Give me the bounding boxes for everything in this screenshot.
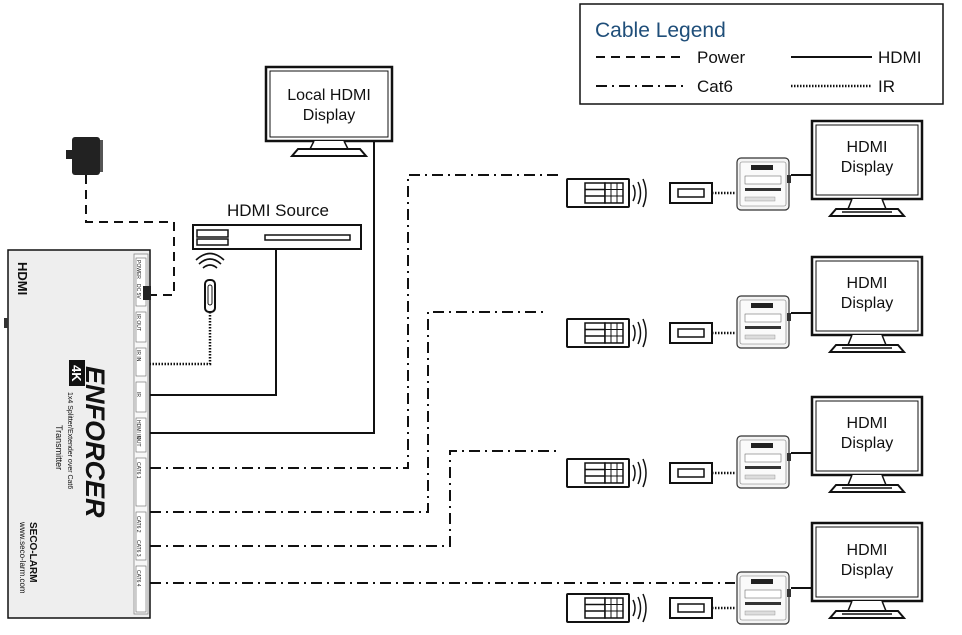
cables <box>85 140 735 584</box>
remote-output-4: HDMI Display <box>566 521 924 625</box>
remote-output-2: HDMI Display <box>566 255 924 354</box>
remote-output-1: HDMI Display <box>566 119 924 218</box>
4k-badge-bg <box>69 360 85 386</box>
ir-emitter <box>195 252 225 313</box>
ir-remote-icon <box>566 458 647 488</box>
ir-receiver-eye-icon <box>669 597 713 619</box>
ir-receiver-eye-icon <box>669 322 713 344</box>
power-adapter <box>66 137 103 175</box>
ir-receiver-eye-icon <box>669 182 713 204</box>
ir-receiver-eye-icon <box>669 462 713 484</box>
cable-legend: Cable Legend Power Cat6 HDMI IR <box>579 3 944 105</box>
port-label: CAT6 2 <box>135 516 141 533</box>
port-label: IR OUT <box>135 314 141 331</box>
ir-remote-icon <box>566 318 647 348</box>
port-label: CAT6 4 <box>135 570 141 587</box>
remote-output-3: HDMI Display <box>566 395 924 494</box>
transmitter-hdmi-logo: HDMI <box>15 262 30 295</box>
receiver-box-icon <box>736 295 792 349</box>
port-label: POWER <box>135 260 141 279</box>
port-label: IR IN <box>135 350 141 362</box>
port-label: DC 5V <box>135 284 141 299</box>
transmitter-type: Transmitter <box>54 425 64 470</box>
port-label: IR <box>135 392 141 397</box>
legend-title: Cable Legend <box>595 19 726 42</box>
transmitter-brand: ENFORCER <box>80 366 110 518</box>
local-hdmi-display: Local HDMI Display <box>264 65 394 157</box>
display-line1: HDMI <box>847 139 888 156</box>
display-line1: HDMI <box>847 275 888 292</box>
legend-ir-label: IR <box>878 77 895 96</box>
display-line2: Display <box>841 159 893 176</box>
transmitter: HDMI 4K ENFORCER 1x4 Splitter/Extender o… <box>4 249 151 619</box>
receiver-box-icon <box>736 571 792 625</box>
legend-cat6-label: Cat6 <box>697 77 733 96</box>
receiver-box-icon <box>736 435 792 489</box>
port-label: CAT6 3 <box>135 540 141 557</box>
ir-remote-icon <box>566 593 647 623</box>
transmitter-maker: SECO-LARM <box>27 522 38 583</box>
port-label: CAT6 1 <box>135 462 141 479</box>
display-line1: HDMI <box>847 542 888 559</box>
display-line2: Display <box>841 435 893 452</box>
port-label: HDMI IN <box>135 420 141 440</box>
port-label: OUT <box>135 436 141 447</box>
legend-hdmi-label: HDMI <box>878 48 921 67</box>
transmitter-url: www.seco-larm.com <box>18 521 27 594</box>
legend-power-label: Power <box>697 48 746 67</box>
receiver-box-icon <box>736 157 792 211</box>
ir-remote-icon <box>566 178 647 208</box>
local-display-line1: Local HDMI <box>287 87 371 104</box>
transmitter-4k-badge: 4K <box>69 365 84 382</box>
display-line2: Display <box>841 295 893 312</box>
local-display-line2: Display <box>303 107 355 124</box>
transmitter-desc: 1x4 Splitter/Extender over Cat6 <box>66 392 73 489</box>
hdmi-source: HDMI Source <box>192 201 362 250</box>
display-line1: HDMI <box>847 415 888 432</box>
display-line2: Display <box>841 562 893 579</box>
hdmi-source-label: HDMI Source <box>227 201 329 220</box>
